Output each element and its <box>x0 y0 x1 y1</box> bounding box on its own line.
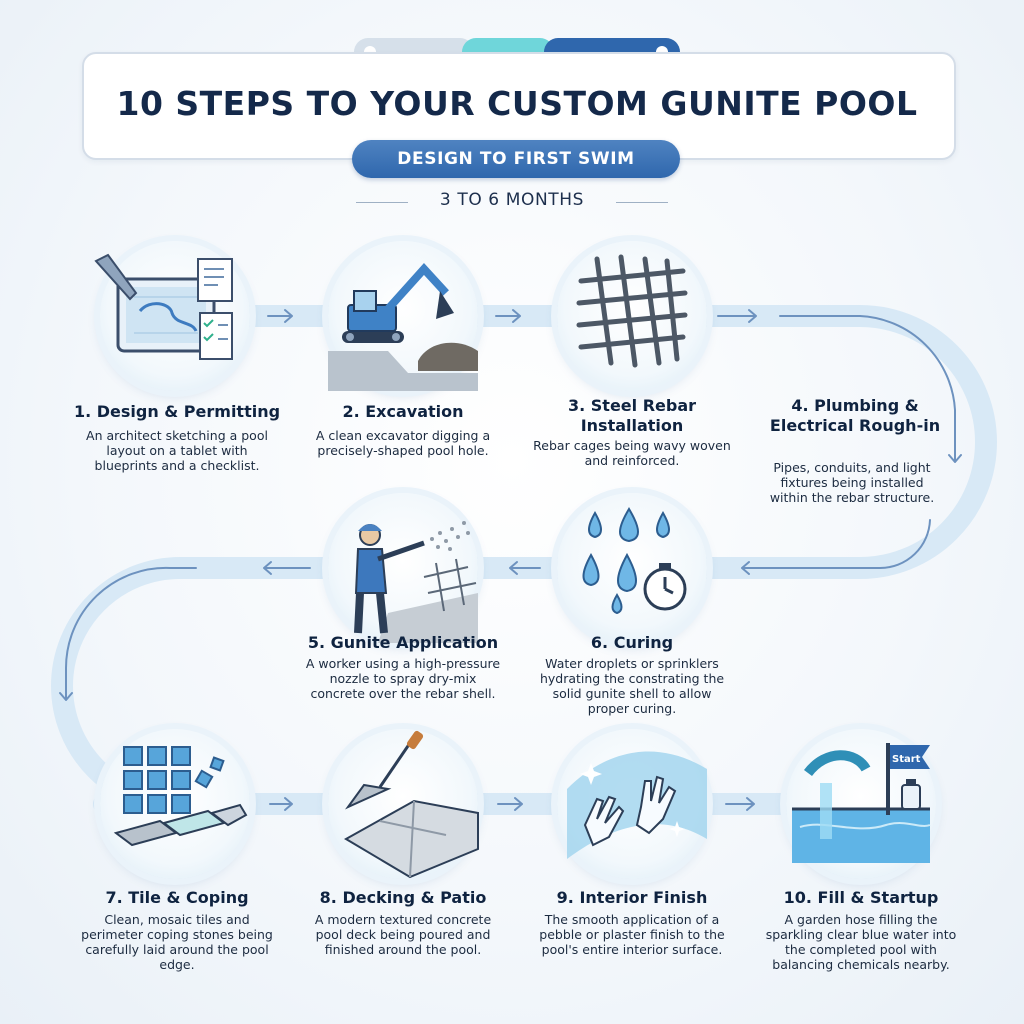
arrow-7-8 <box>269 797 293 811</box>
step-8-circle <box>328 729 479 879</box>
arrow-3-4b <box>779 315 962 463</box>
step-3-circle <box>557 241 707 391</box>
step-10-circle: Start <box>786 729 936 879</box>
subtitle-badge: DESIGN TO FIRST SWIM <box>352 140 680 178</box>
step-6-title: 6. Curing <box>590 633 674 652</box>
step-10-desc: A garden hose filling the sparkling clea… <box>765 912 957 972</box>
step-5-desc: A worker using a high-pressure nozzle to… <box>305 656 501 701</box>
step-7-title: 7. Tile & Coping <box>105 888 249 907</box>
hands-finish-icon <box>567 751 707 859</box>
step-1-title: 1. Design & Permitting <box>73 402 281 421</box>
arrow-3-4a <box>717 309 757 323</box>
step-5-title: 5. Gunite Application <box>307 633 499 652</box>
step-10-title: 10. Fill & Startup <box>783 888 939 907</box>
hose-pool-icon: Start <box>792 743 931 863</box>
worker-spraying-icon <box>354 521 478 643</box>
step-9-desc: The smooth application of a pebble or pl… <box>539 912 725 957</box>
step-2-desc: A clean excavator digging a precisely-sh… <box>315 428 491 458</box>
step-2-title: 2. Excavation <box>342 402 464 421</box>
step-9-title: 9. Interior Finish <box>556 888 708 907</box>
step-7-desc: Clean, mosaic tiles and perimeter coping… <box>81 912 273 972</box>
arrow-2-3 <box>495 309 521 323</box>
duration-label: 3 TO 6 MONTHS <box>439 190 585 210</box>
step-1-circle <box>94 241 250 391</box>
step-4-title: 4. Plumbing & Electrical Rough-in <box>769 396 941 435</box>
tablet-blueprint-icon <box>94 253 233 360</box>
arrow-5-7b <box>59 566 197 701</box>
step-6-desc: Water droplets or sprinklers hydrating t… <box>539 656 725 716</box>
duration-divider-right <box>616 202 668 203</box>
tiles-icon <box>113 746 248 847</box>
step-3-desc: Rebar cages being wavy woven and reinfor… <box>533 438 731 468</box>
arrow-5-7a <box>263 561 311 575</box>
step-7-circle <box>100 729 250 879</box>
start-flag-label: Start <box>892 754 921 765</box>
arrow-6-5 <box>509 561 541 575</box>
rebar-grid-icon <box>576 254 688 368</box>
step-4-desc: Pipes, conduits, and light fixtures bein… <box>769 460 935 505</box>
duration-divider-left <box>356 202 408 203</box>
arrow-1-2 <box>267 309 293 323</box>
page-title: 10 STEPS TO YOUR CUSTOM GUNITE POOL <box>116 84 918 123</box>
step-9-circle <box>557 729 707 879</box>
arrow-9-10 <box>725 797 755 811</box>
excavator-icon <box>328 263 478 391</box>
step-3-title: 3. Steel Rebar Installation <box>567 396 697 435</box>
arrow-8-9 <box>497 797 523 811</box>
step-1-desc: An architect sketching a pool layout on … <box>86 428 268 473</box>
water-drops-timer-icon <box>582 507 687 615</box>
step-2-circle <box>328 241 478 391</box>
step-5-circle <box>328 493 478 643</box>
trowel-deck-icon <box>343 730 479 879</box>
step-8-title: 8. Decking & Patio <box>319 888 487 907</box>
step-6-circle <box>557 493 707 643</box>
step-8-desc: A modern textured concrete pool deck bei… <box>314 912 492 957</box>
arrow-4-6 <box>741 519 931 575</box>
